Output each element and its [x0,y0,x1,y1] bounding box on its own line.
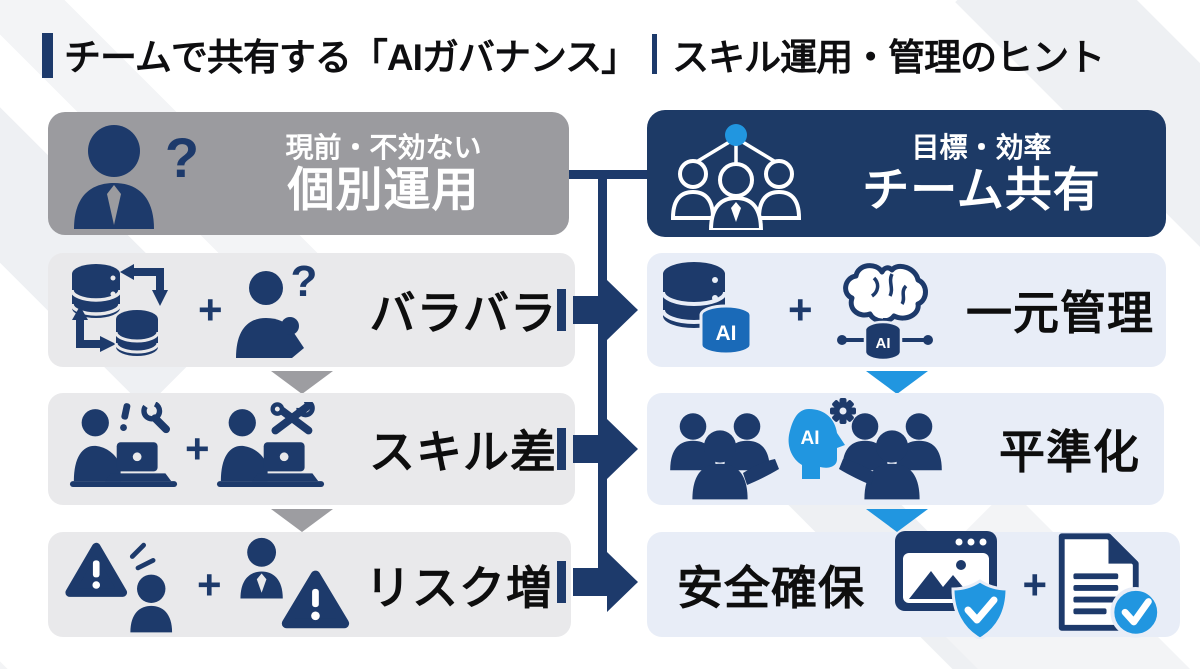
row-label-standardization: 平準化 [999,426,1140,478]
browser-shield-check-icon [895,530,1009,639]
individual-subtitle: 現前・不効ない [285,131,482,163]
card-team-share: 目標・効率 チーム共有 [647,110,1166,237]
down-triangle-right-1 [866,371,928,394]
title-separator-bar [652,34,658,74]
plus-glyph: + [1022,560,1047,608]
card-individual-use: ? 現前・不効ない 個別運用 [48,112,569,235]
team-network-icon [670,123,802,230]
row-label-skill-gap: スキル差 [369,426,557,478]
team-title: チーム共有 [862,162,1101,216]
question-glyph: ? [165,126,199,189]
flow-arrow-row3 [557,418,639,480]
card-scattered: + ? バラバラ [48,253,575,367]
team-subtitle: 目標・効率 [911,131,1052,163]
plus-glyph: + [788,286,813,333]
worker-laptop-tools-icon [216,401,324,487]
card-skill-gap: + スキル差 [48,393,575,505]
row-label-risk-increase: リスク増 [365,561,553,614]
card-team-text: 目標・効率 チーム共有 [811,132,1166,216]
database-ai-icon: AI [661,262,753,356]
connector-vertical-line [598,170,607,585]
flow-arrow-row4 [557,551,639,613]
down-triangle-left-1 [271,371,333,394]
down-triangle-right-2 [866,509,928,532]
ai-label: AI [716,322,737,345]
question-glyph: ? [290,262,317,306]
person-question-icon: ? [74,124,199,229]
row-label-scattered: バラバラ [369,287,557,339]
individual-title: 個別運用 [287,162,480,216]
flow-arrow-row2 [557,279,639,341]
row-label-safety: 安全確保 [677,561,865,614]
person-thinking-icon: ? [235,262,317,358]
ai-label: AI [801,428,820,449]
page-title-part1: チームで共有する「AIガバナンス」 [64,37,638,78]
row-label-central-management: 一元管理 [966,287,1154,339]
page-title: チームで共有する「AIガバナンス」 スキル運用・管理のヒント [64,26,1105,82]
databases-sync-icon [70,264,168,356]
plus-glyph: + [185,425,210,472]
warning-person-icon [65,542,173,632]
card-safety-assurance: 安全確保 + [647,530,1180,639]
card-central-management: AI + AI 一元管理 [647,253,1166,367]
card-risk-increase: + リスク増 [48,532,571,637]
down-triangle-left-2 [271,509,333,532]
page-title-part2: スキル運用・管理のヒント [672,37,1105,78]
team-ai-discussion-icon: AI [670,397,942,499]
title-accent-bar [42,33,53,78]
card-standardization: AI 平準化 [647,393,1164,505]
brain-ai-icon: AI [836,263,933,360]
ai-label: AI [875,335,890,352]
card-individual-text: 現前・不効ない 個別運用 [212,132,569,216]
plus-glyph: + [198,286,223,333]
worker-laptop-wrench-icon [69,401,178,487]
plus-glyph: + [197,560,222,608]
person-warning-icon [239,537,349,628]
document-check-icon [1058,532,1162,638]
